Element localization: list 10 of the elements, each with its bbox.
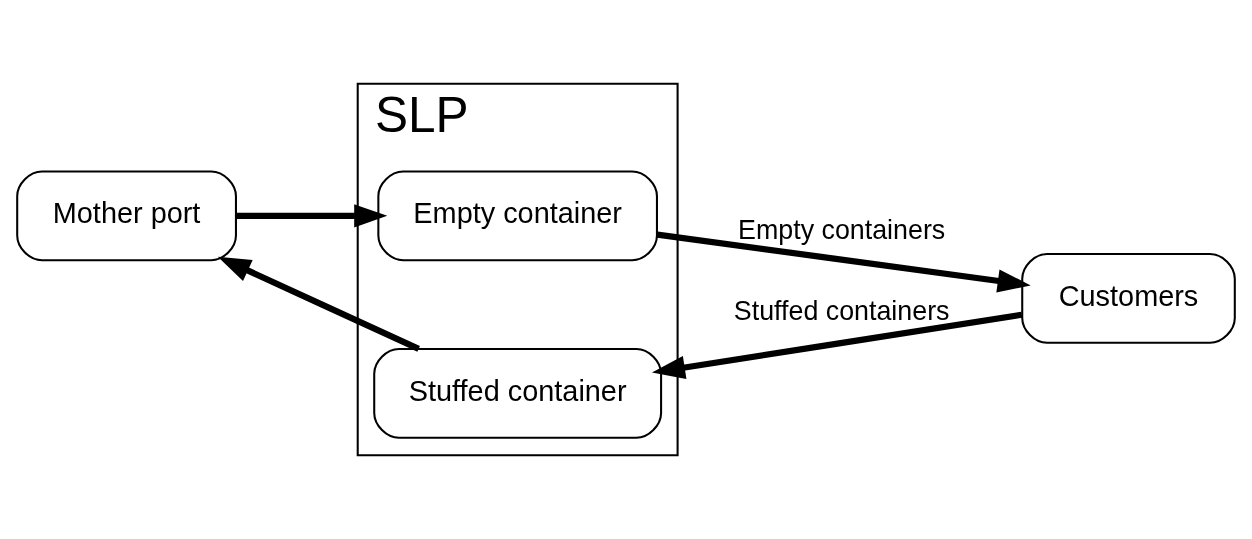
arrow <box>651 311 1023 379</box>
node-box: Empty container <box>377 170 658 262</box>
arrow <box>656 231 1031 293</box>
node-box: Customers <box>1021 253 1236 344</box>
edge-label: Empty containers <box>738 215 946 246</box>
node-box: Stuffed container <box>373 347 663 439</box>
node-box: Mother port <box>16 170 237 262</box>
arrow <box>217 256 420 352</box>
edge-label: Stuffed containers <box>733 295 950 326</box>
arrow <box>236 204 388 228</box>
